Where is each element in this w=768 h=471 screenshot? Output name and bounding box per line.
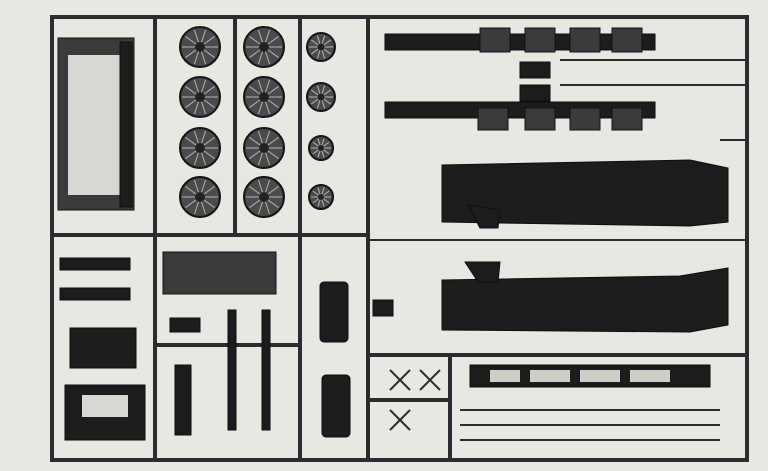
wheel xyxy=(306,82,336,112)
wheel xyxy=(243,176,285,218)
wheel xyxy=(243,76,285,118)
wheel-group xyxy=(179,26,336,218)
wheel xyxy=(179,127,221,169)
wheel xyxy=(243,26,285,68)
boiler-half-bottom xyxy=(441,261,729,333)
wheel xyxy=(306,32,336,62)
side-panel-part xyxy=(57,37,135,211)
wheel xyxy=(243,127,285,169)
coal-load-part xyxy=(162,251,277,295)
boiler-half-top xyxy=(441,159,729,229)
cylinder-parts xyxy=(319,281,394,438)
chassis-frame-top xyxy=(384,27,656,79)
small-parts-bottom-right xyxy=(389,364,720,441)
sprue-dividers xyxy=(52,17,747,460)
wheel xyxy=(308,135,334,161)
chassis-frame-bottom xyxy=(384,84,656,131)
sprue-frame xyxy=(50,15,749,462)
wheel xyxy=(179,26,221,68)
ladder-parts xyxy=(169,309,271,436)
wheel xyxy=(308,184,334,210)
wheel xyxy=(179,76,221,118)
wheel xyxy=(179,176,221,218)
small-parts-left xyxy=(59,257,146,441)
